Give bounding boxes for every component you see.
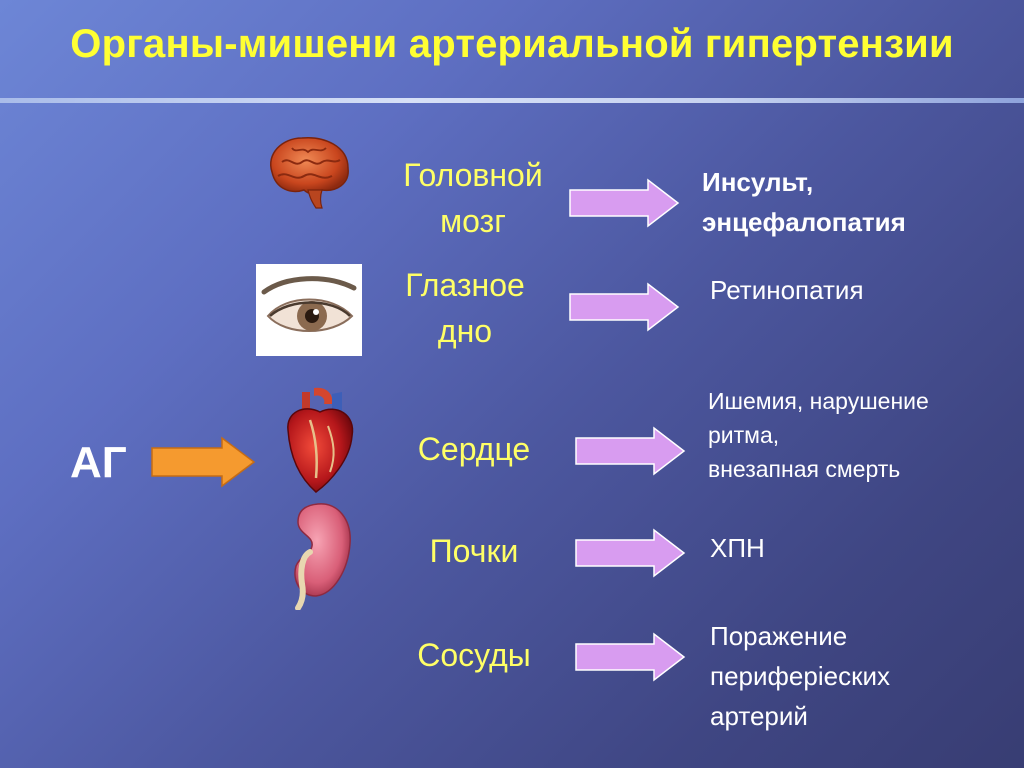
slide-title: Органы-мишени артериальной гипертензии [70, 22, 954, 66]
title-divider [0, 98, 1024, 103]
result-line: Поражение [710, 621, 848, 651]
organ-label-vessels: Сосуды [384, 632, 564, 678]
result-brain: Инсульт, энцефалопатия [702, 164, 906, 240]
organ-label-line: Почки [429, 533, 519, 569]
result-line: внезапная смерть [708, 456, 901, 482]
result-line: Инсульт, [702, 167, 814, 197]
arrow-eye [569, 282, 680, 332]
arrow-kidney [575, 528, 686, 578]
organ-label-line: Головной [403, 157, 543, 193]
arrow-heart [575, 426, 686, 476]
result-line: ритма, [708, 422, 780, 448]
result-line: ХПН [710, 533, 765, 563]
organ-label-line: Глазное [405, 267, 525, 303]
organ-label-line: Сосуды [417, 637, 531, 673]
source-label: АГ [70, 438, 127, 487]
organ-label-eye: Глазное дно [375, 262, 555, 354]
arrow-vessels [575, 632, 686, 682]
result-line: Ишемия, нарушение [708, 388, 929, 414]
result-eye: Ретинопатия [710, 272, 864, 308]
result-line: энцефалопатия [702, 207, 906, 237]
result-line: артерий [710, 701, 808, 731]
heart-icon [287, 387, 354, 493]
result-line: Ретинопатия [710, 275, 864, 305]
result-line: периферieских [710, 661, 890, 691]
kidney-icon [294, 503, 351, 610]
source-arrow [151, 436, 256, 488]
organ-label-kidney: Почки [384, 528, 564, 574]
result-kidney: ХПН [710, 530, 765, 566]
organ-label-brain: Головной мозг [378, 152, 568, 244]
organ-label-line: мозг [440, 203, 506, 239]
eye-icon [256, 264, 362, 356]
arrow-brain [569, 178, 680, 228]
organ-label-heart: Сердце [384, 426, 564, 472]
result-vessels: Поражение периферieских артерий [710, 616, 890, 736]
result-heart: Ишемия, нарушение ритма, внезапная смерт… [708, 384, 929, 486]
organ-label-line: дно [437, 313, 493, 349]
organ-label-line: Сердце [417, 431, 531, 467]
brain-icon [269, 137, 349, 209]
